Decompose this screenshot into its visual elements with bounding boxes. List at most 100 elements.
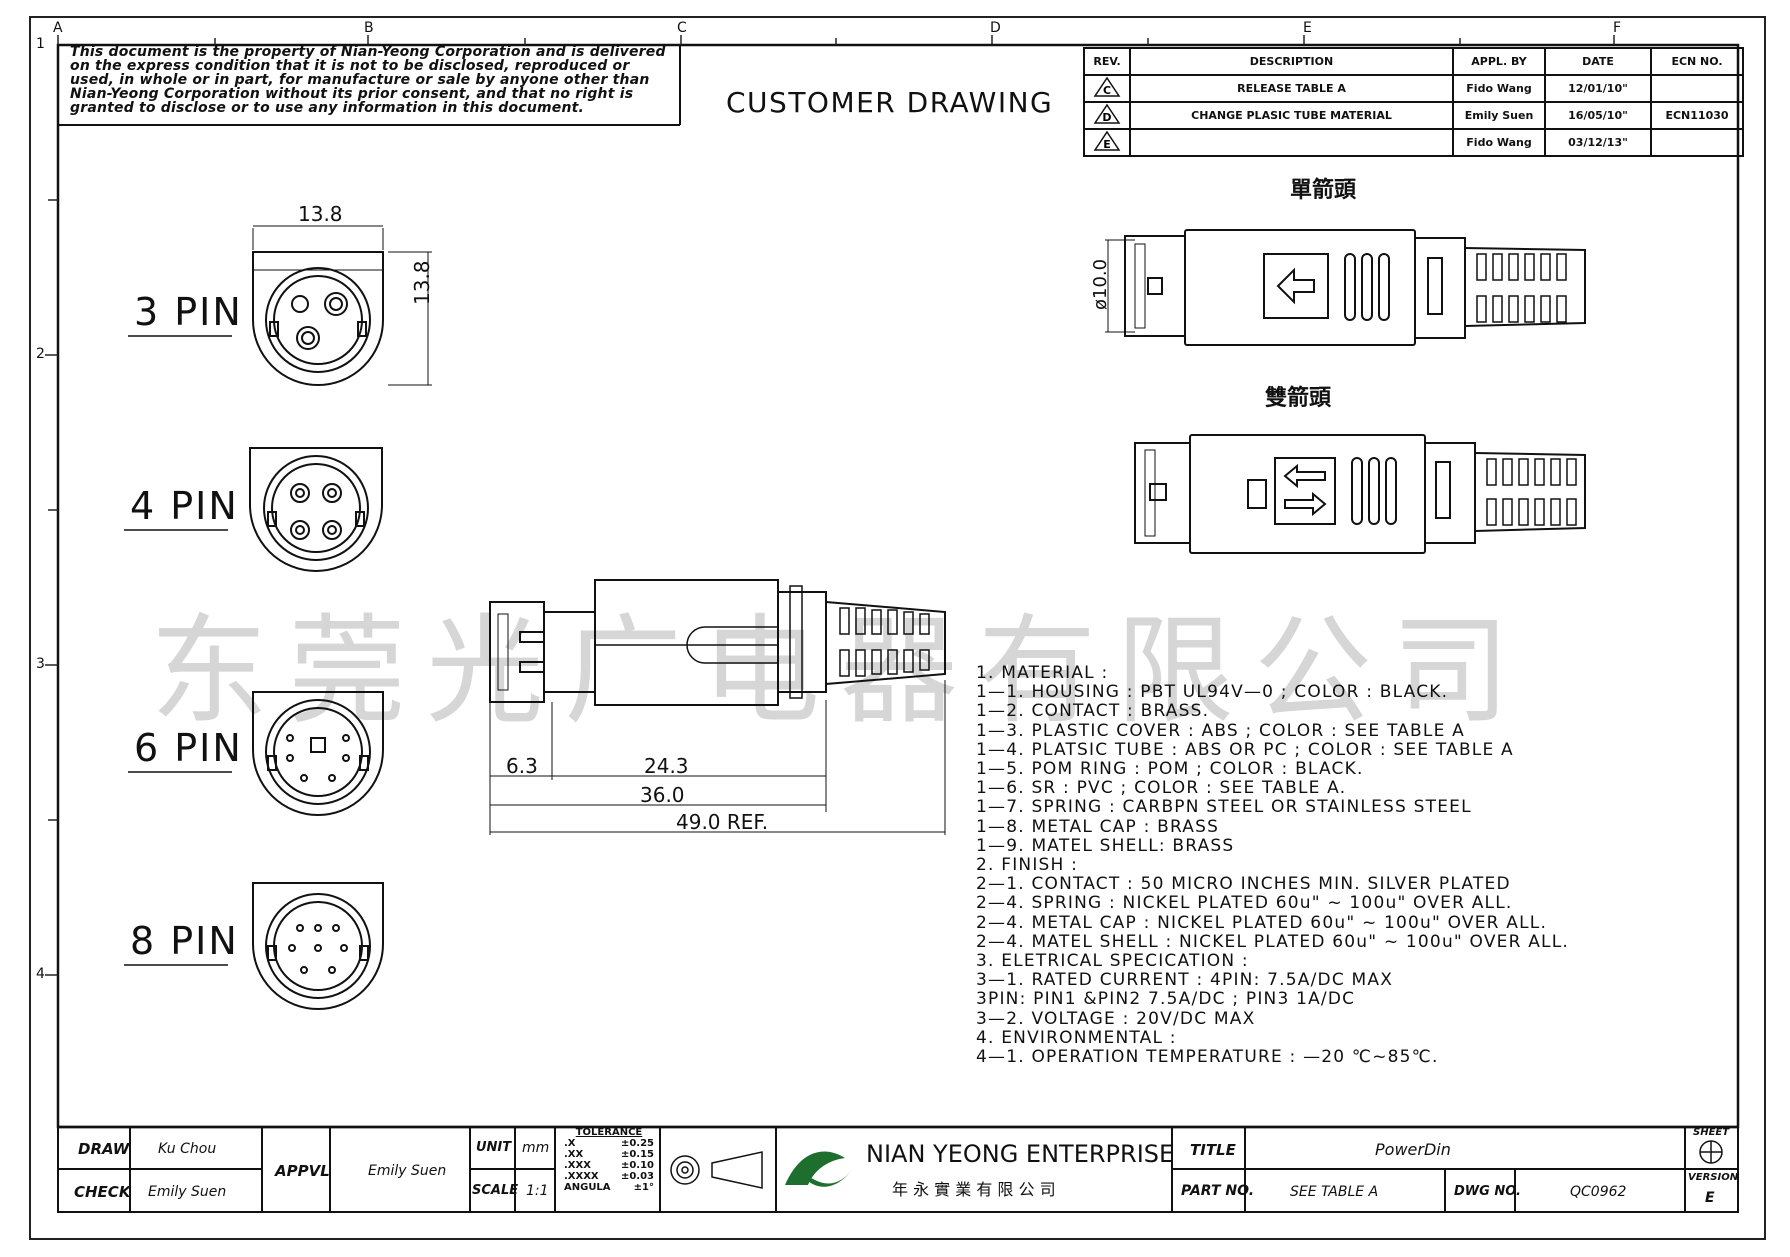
company-logo-icon <box>785 1151 855 1187</box>
single-arrow-label: 單箭頭 <box>1290 178 1357 203</box>
pin-face-4 <box>249 447 383 572</box>
note-line: 2—1. CONTACT : 50 MICRO INCHES MIN. SILV… <box>976 874 1511 895</box>
note-line: 3PIN: PIN1 &PIN2 7.5A/DC ; PIN3 1A/DC <box>976 989 1356 1010</box>
zone-label-1: 1 <box>36 36 45 52</box>
note-line: 3—2. VOLTAGE : 20V/DC MAX <box>976 1008 1256 1029</box>
property-notice: This document is the property of Nian-Ye… <box>70 45 680 115</box>
tolerance-box: TOLERANCE .X±0.25 .XX±0.15 .XXX±0.10 .XX… <box>560 1127 658 1193</box>
note-line: 1. MATERIAL : <box>976 663 1109 683</box>
part-no-label: PART NO. <box>1181 1183 1255 1199</box>
appl-by-header: APPL. BY <box>1452 47 1546 76</box>
date-header: DATE <box>1544 47 1652 76</box>
pin-label-6: 6 PIN <box>134 726 243 770</box>
rev-cell: E <box>1083 128 1131 157</box>
notice-line: granted to disclose or to use any inform… <box>70 100 585 116</box>
check-value: Emily Suen <box>148 1184 227 1200</box>
note-line: 1—3. PLASTIC COVER : ABS ; COLOR : SEE T… <box>976 720 1465 741</box>
projection-symbol-icon <box>670 1151 763 1189</box>
tol-val: ±0.10 <box>620 1160 654 1171</box>
revision-triangle-icon: C <box>1093 76 1121 97</box>
zone-label-3: 3 <box>36 656 45 672</box>
dim-49-ref: 49.0 REF. <box>676 810 769 834</box>
revision-triangle-icon: D <box>1093 103 1121 124</box>
note-line: 1—9. MATEL SHELL: BRASS <box>976 835 1235 856</box>
company-name-en: NIAN YEONG ENTERPRISE <box>866 1140 1175 1168</box>
description-cell: CHANGE PLASIC TUBE MATERIAL <box>1129 101 1454 130</box>
note-line: 1—6. SR : PVC ; COLOR : SEE TABLE A. <box>976 778 1347 799</box>
dwg-no-value: QC0962 <box>1570 1184 1627 1200</box>
note-line: 1—2. CONTACT : BRASS. <box>976 701 1210 722</box>
appvl-value: Emily Suen <box>368 1163 447 1179</box>
tol-val: ±0.03 <box>620 1171 654 1182</box>
date-cell: 16/05/10" <box>1544 101 1652 130</box>
tol-val: ±0.15 <box>620 1149 654 1160</box>
note-line: 3. ELETRICAL SPECICATION : <box>976 951 1249 972</box>
description-header: DESCRIPTION <box>1129 47 1454 76</box>
dwg-no-label: DWG NO. <box>1454 1184 1521 1199</box>
note-line: 3—1. RATED CURRENT : 4PIN: 7.5A/DC MAX <box>976 970 1394 991</box>
ecn-cell: ECN11030 <box>1650 101 1744 130</box>
unit-label: UNIT <box>476 1140 512 1155</box>
dim-36-0: 36.0 <box>640 783 685 807</box>
specification-notes: 1. MATERIAL : 1—1. HOUSING : PBT UL94V—0… <box>976 663 1569 1067</box>
draw-label: DRAW <box>78 1140 130 1158</box>
appl-by-cell: Emily Suen <box>1452 101 1546 130</box>
rev-header: REV. <box>1083 47 1131 76</box>
note-line: 1—4. PLATSIC TUBE : ABS OR PC ; COLOR : … <box>976 739 1514 760</box>
zone-label-a: A <box>53 20 63 36</box>
rev-cell: C <box>1083 74 1131 103</box>
tol-val: ±1° <box>633 1182 654 1193</box>
description-cell <box>1129 128 1454 157</box>
zone-label-e: E <box>1303 20 1312 36</box>
tol-val: ±0.25 <box>620 1138 654 1149</box>
dim-width: 13.8 <box>298 202 343 226</box>
notice-line: used, in whole or in part, for manufactu… <box>70 72 650 88</box>
date-cell: 12/01/10" <box>1544 74 1652 103</box>
pin-face-6 <box>252 691 384 816</box>
zone-label-f: F <box>1613 20 1622 36</box>
tol-key: .XX <box>564 1149 584 1160</box>
draw-value: Ku Chou <box>158 1141 217 1157</box>
version-label: VERSION <box>1688 1172 1739 1183</box>
zone-label-4: 4 <box>36 966 45 982</box>
dim-24-3: 24.3 <box>644 754 689 778</box>
notice-line: This document is the property of Nian-Ye… <box>70 44 666 60</box>
dim-6-3: 6.3 <box>506 754 538 778</box>
check-label: CHECK <box>74 1183 131 1201</box>
note-line: 4. ENVIRONMENTAL : <box>976 1027 1177 1048</box>
double-arrow-connector <box>1134 434 1586 554</box>
rev-cell: D <box>1083 101 1131 130</box>
drawing-title: CUSTOMER DRAWING <box>726 86 1054 119</box>
rev-letter: D <box>1102 111 1111 124</box>
part-no-value: SEE TABLE A <box>1290 1184 1379 1200</box>
single-arrow-connector <box>1105 229 1586 346</box>
double-arrow-label: 雙箭頭 <box>1265 386 1332 411</box>
revision-triangle-icon: E <box>1093 130 1121 151</box>
note-line: 1—5. POM RING : POM ; COLOR : BLACK. <box>976 759 1364 780</box>
notice-line: Nian-Yeong Corporation without its prior… <box>70 86 634 102</box>
tol-key: ANGULA <box>564 1182 611 1193</box>
scale-label: SCALE <box>472 1183 519 1198</box>
note-line: 1—8. METAL CAP : BRASS <box>976 816 1220 837</box>
description-cell: RELEASE TABLE A <box>1129 74 1454 103</box>
zone-label-b: B <box>364 20 374 36</box>
tol-key: .XXXX <box>564 1171 599 1182</box>
title-label: TITLE <box>1190 1141 1236 1159</box>
zone-label-2: 2 <box>36 346 45 362</box>
sheet-symbol-icon <box>1699 1140 1723 1164</box>
note-line: 1—7. SPRING : CARBPN STEEL OR STAINLESS … <box>976 797 1472 818</box>
note-line: 2—4. SPRING : NICKEL PLATED 60u" ~ 100u"… <box>976 893 1513 914</box>
title-value: PowerDin <box>1375 1140 1451 1159</box>
pin-label-3: 3 PIN <box>134 290 243 334</box>
ecn-cell <box>1650 74 1744 103</box>
appvl-label: APPVL <box>275 1162 330 1180</box>
note-line: 2—4. MATEL SHELL : NICKEL PLATED 60u" ~ … <box>976 931 1569 952</box>
pin-label-8: 8 PIN <box>130 919 239 963</box>
rev-letter: E <box>1103 138 1111 151</box>
pin-label-4: 4 PIN <box>130 484 239 528</box>
note-line: 2—4. METAL CAP : NICKEL PLATED 60u" ~ 10… <box>976 912 1548 933</box>
